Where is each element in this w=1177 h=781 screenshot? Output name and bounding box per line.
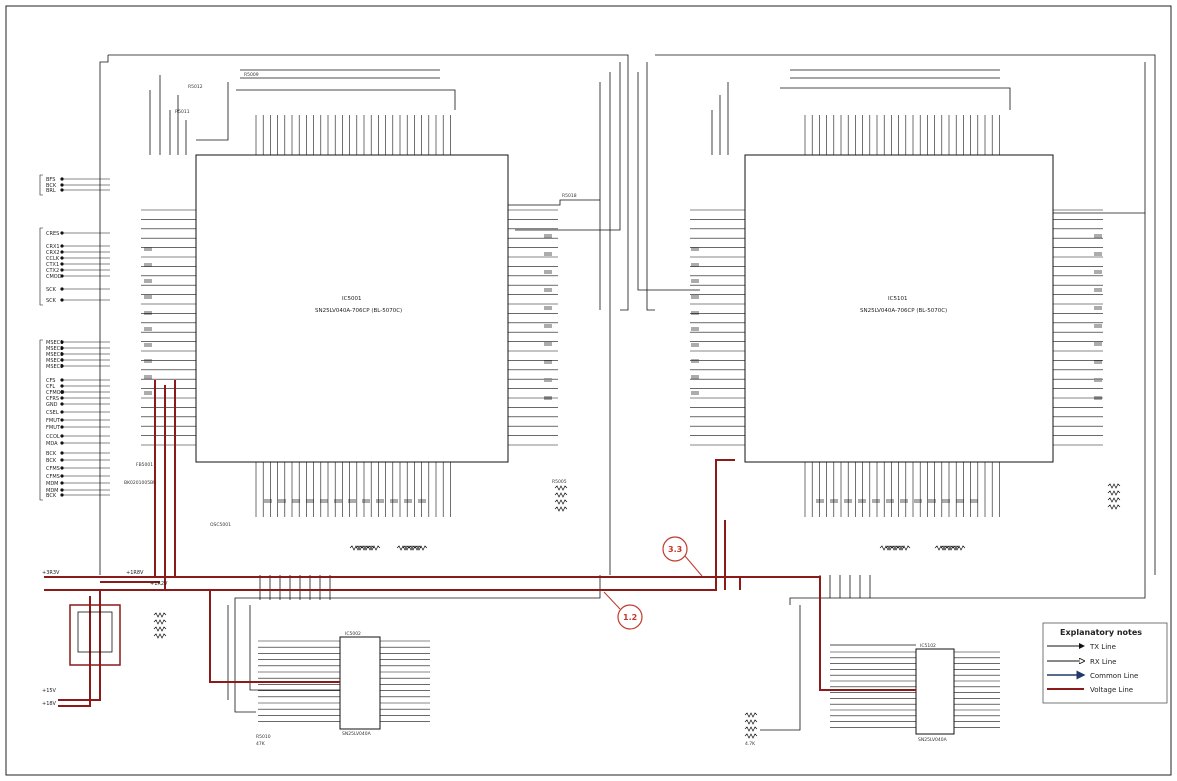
connector-label: MSEC3 (46, 352, 63, 358)
svg-text:Voltage Line: Voltage Line (1090, 686, 1133, 694)
connector-label: MSEC2 (46, 346, 63, 352)
connector-label: FMUT (46, 425, 61, 431)
connector-label: CFMOD (46, 390, 65, 396)
svg-text:1.2: 1.2 (623, 613, 637, 622)
right-main-pins (690, 115, 1103, 517)
connector-label: BRL (46, 188, 56, 194)
left-mem-part: SN25LV040A (342, 731, 372, 737)
res-label-mid: R5009 (244, 72, 259, 78)
connector-label: MDM (46, 488, 58, 494)
connector-label: CCLK (46, 256, 60, 262)
svg-text:TX Line: TX Line (1089, 643, 1116, 651)
res-bottom-val: 47K (256, 741, 266, 747)
legend-box: Explanatory notes TX Line RX Line Common… (1042, 622, 1168, 704)
left-main-chip-ref: IC5001 (342, 296, 361, 302)
connector-label: BFS (46, 177, 55, 183)
right-main-chip-ref: IC5101 (888, 296, 907, 302)
legend-item-voltage: Voltage Line (1047, 686, 1133, 694)
connector-label: BCK (46, 451, 57, 457)
connector-label: FMUT (46, 418, 61, 424)
connector-label: MSEC1 (46, 340, 63, 346)
rail-3r3v-label: +3R3V (42, 570, 60, 576)
svg-text:Common Line: Common Line (1090, 672, 1138, 680)
rail-15v-label: +15V (42, 688, 57, 694)
connector-label: CRES (46, 231, 59, 237)
memory-pin-lines (258, 640, 1000, 728)
page-border (5, 5, 1172, 776)
connector-label: CFL (46, 384, 55, 390)
connector-label: SCK (46, 287, 57, 293)
res-mid-val: 4.7K (745, 741, 756, 747)
rail-18v-label: +18V (42, 701, 57, 707)
connector-label: GND (46, 402, 58, 408)
res-label-top: R5012 (188, 84, 203, 90)
osc-label: OSC5001 (210, 522, 231, 528)
connector-label: CFMS (46, 474, 60, 480)
power-regulator (69, 604, 121, 666)
callout-3-3: 3.3 (662, 536, 703, 577)
connector-label: BCK (46, 183, 57, 189)
connector-label: CFRS (46, 396, 59, 402)
left-main-chip: IC5001 SN25LV040A-706CP (BL-5070C) (195, 154, 509, 463)
res-array-label: R5005 (552, 479, 567, 485)
wiring (99, 54, 1156, 731)
left-mem-ref: IC5002 (345, 631, 361, 637)
connector-label: CTX1 (46, 262, 59, 268)
connector-label: MDM (46, 481, 58, 487)
rail-1r8v-label: +1R8V (126, 570, 144, 576)
fuse-part-label: BK0201005BU (124, 480, 156, 486)
connector-label: MSEC4 (46, 358, 63, 364)
left-connector-group: BFSBCKBRLCRESCRX1CRX2CCLKCTX1CTX2CMODSCK… (39, 174, 110, 501)
rail-1r2v-label: +1R2V (150, 581, 168, 587)
connector-label: CTX2 (46, 268, 59, 274)
connector-label: MDA (46, 441, 58, 447)
connector-label: BCK (46, 458, 57, 464)
legend-item-rx: RX Line (1047, 658, 1116, 666)
connector-label: CFMS (46, 466, 60, 472)
left-main-pins (141, 115, 558, 517)
right-mem-part: SN25LV040A (918, 737, 948, 743)
connector-label: CCOL (46, 434, 60, 440)
left-main-chip-part: SN25LV040A-706CP (BL-5070C) (315, 308, 402, 314)
legend-item-common: Common Line (1047, 670, 1138, 680)
connector-label: CRX2 (46, 250, 60, 256)
res-bottom-left: R5010 (256, 734, 271, 740)
svg-text:3.3: 3.3 (668, 545, 682, 554)
connector-label: BCK (46, 493, 57, 499)
connector-label: MSEC5 (46, 364, 63, 370)
connector-label: CFS (46, 378, 55, 384)
connector-label: CRX1 (46, 244, 60, 250)
callout-1-2: 1.2 (603, 591, 643, 630)
connector-label: CMOD (46, 274, 62, 280)
right-main-chip-part: SN25LV040A-706CP (BL-5070C) (860, 308, 947, 314)
svg-text:RX Line: RX Line (1090, 658, 1116, 666)
voltage-rails (44, 380, 916, 707)
right-main-chip: IC5101 SN25LV040A-706CP (BL-5070C) (744, 154, 1054, 463)
fuse-label: FB5001 (136, 462, 153, 468)
res-label-right-top: R5018 (562, 193, 577, 199)
legend-title: Explanatory notes (1060, 628, 1142, 637)
res-label-side: R5011 (175, 109, 190, 115)
component-details (144, 234, 1121, 739)
connector-label: CSEL (46, 410, 59, 416)
left-memory-chip: IC5002 SN25LV040A (339, 631, 381, 737)
connector-label: SCK (46, 298, 57, 304)
legend-item-tx: TX Line (1047, 643, 1116, 651)
right-memory-chip: IC5102 SN25LV040A (915, 643, 955, 743)
right-mem-ref: IC5102 (920, 643, 936, 649)
